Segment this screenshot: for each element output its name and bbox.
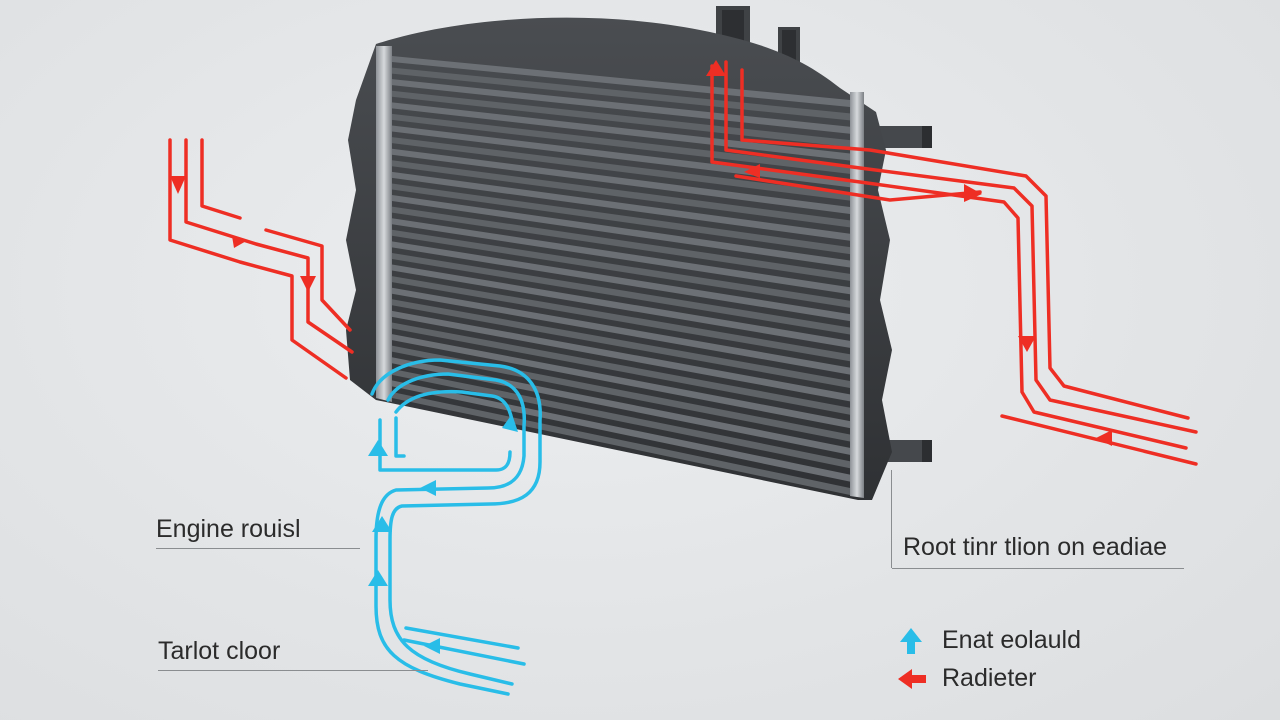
core-fin (392, 241, 850, 322)
legend-label-cold: Enat eolauld (942, 626, 1082, 654)
root-leader-line (892, 568, 1184, 569)
core-fin (392, 345, 850, 442)
core-fin (392, 392, 850, 495)
arrow-left-icon (898, 669, 926, 689)
core-fin (392, 195, 850, 268)
legend-item-cold: Enat eolauld (896, 626, 1116, 656)
core-fin (392, 276, 850, 362)
core-fin (392, 160, 850, 228)
core-fin (392, 322, 850, 415)
arrow-up-icon (900, 628, 922, 654)
tarlot-label: Tarlot cloor (158, 637, 281, 665)
core-fin (392, 113, 850, 174)
root-leader-line-vertical (891, 470, 892, 568)
engine-leader-line (156, 548, 360, 549)
core-fin (392, 206, 850, 281)
core-fin (392, 90, 850, 148)
radiator-frame-right (850, 92, 864, 498)
core-fin (392, 368, 850, 469)
hot-flow-arrows (170, 60, 1112, 446)
core-fin (392, 229, 850, 308)
legend-item-hot: Radieter (896, 664, 1116, 694)
core-fin (392, 137, 850, 201)
core-fin (392, 310, 850, 402)
core-fin (392, 56, 850, 107)
core-fin (392, 299, 850, 388)
core-fin (392, 171, 850, 241)
core-fin (392, 334, 850, 429)
legend-label-hot: Radieter (942, 664, 1037, 692)
core-fin (392, 252, 850, 335)
cold-flow-arrows (368, 414, 518, 654)
core-fin (392, 218, 850, 295)
hot-flow-lines (168, 60, 1198, 466)
tarlot-leader-line (158, 670, 428, 671)
root-label: Root tinr tlion on eadiae (903, 533, 1168, 561)
core-fin (392, 125, 850, 188)
radiator-frame-left (376, 46, 392, 402)
core-fin (392, 183, 850, 255)
engine-label: Engine rouisl (156, 515, 301, 543)
core-fin (392, 148, 850, 215)
core-fin (392, 67, 850, 121)
legend: Enat eolauld Radieter (896, 626, 1116, 706)
core-fin (392, 287, 850, 375)
core-fin (392, 79, 850, 134)
core-fin (392, 102, 850, 161)
core-fin (392, 264, 850, 348)
cold-flow-lines (370, 358, 542, 696)
radiator-core-fins (392, 56, 850, 495)
